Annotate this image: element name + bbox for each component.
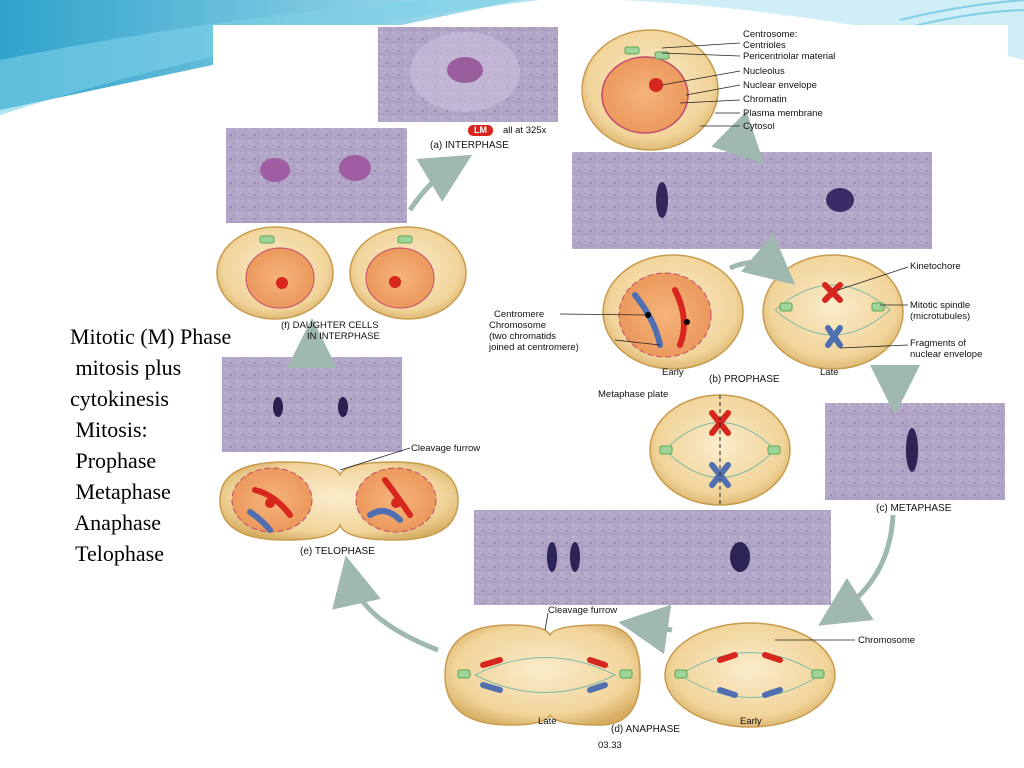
figure-number: 03.33 [598, 740, 622, 751]
label-metaphase-plate: Metaphase plate [598, 389, 669, 400]
micrograph-metaphase [825, 403, 1005, 500]
label-centrioles: Centrioles [743, 40, 786, 51]
micrograph-anaphase [474, 510, 831, 605]
cell-metaphase [649, 394, 791, 506]
cell-anaphase-late [444, 624, 641, 726]
label-centromere: Centromere [494, 309, 545, 320]
caption-metaphase: (c) METAPHASE [876, 503, 952, 514]
label-chromosome-prophase: Chromosome [489, 320, 547, 331]
caption-daughter-1: (f) DAUGHTER CELLS [281, 320, 379, 331]
label-fragments-1: Fragments of [910, 338, 966, 349]
slide-line-telophase: Telophase [70, 541, 164, 566]
slide-line-mitosis: Mitosis: [70, 417, 148, 442]
caption-interphase: (a) INTERPHASE [430, 140, 509, 151]
label-cleavage-furrow-telophase: Cleavage furrow [411, 443, 481, 454]
label-chromosome-anaphase: Chromosome [858, 635, 916, 646]
slide-line-cytokinesis: cytokinesis [70, 386, 169, 411]
label-kinetochore: Kinetochore [910, 261, 961, 272]
label-two-chromatids-1: (two chromatids [489, 331, 557, 342]
label-early-anaphase: Early [740, 716, 762, 727]
label-chromatin: Chromatin [743, 94, 787, 105]
label-nucleolus: Nucleolus [743, 66, 785, 77]
cell-daughter-right [349, 226, 467, 320]
micrograph-telophase [222, 357, 402, 452]
label-mitotic-spindle-2: (microtubules) [910, 311, 971, 322]
label-fragments-2: nuclear envelope [910, 349, 983, 360]
label-mitotic-spindle-1: Mitotic spindle [910, 300, 971, 311]
label-cleavage-furrow-anaphase: Cleavage furrow [548, 605, 618, 616]
cell-daughter-left [216, 226, 334, 320]
slide-line-mitosis-plus: mitosis plus [70, 355, 182, 380]
caption-telophase: (e) TELOPHASE [300, 546, 375, 557]
label-early-prophase: Early [662, 367, 684, 378]
slide-line-metaphase: Metaphase [70, 479, 171, 504]
label-plasma-membrane: Plasma membrane [743, 108, 823, 119]
slide-line-prophase: Prophase [70, 448, 157, 473]
slide-line-mitotic-phase: Mitotic (M) Phase [70, 324, 232, 349]
caption-anaphase: (d) ANAPHASE [611, 724, 680, 735]
cell-anaphase-early [664, 622, 836, 728]
label-two-chromatids-2: joined at centromere) [489, 342, 579, 353]
cell-prophase-early [602, 254, 744, 370]
micrograph-prophase [572, 152, 932, 249]
magnification-label: all at 325x [503, 125, 547, 136]
slide-line-anaphase: Anaphase [70, 510, 162, 535]
leader-lines [339, 42, 909, 641]
label-late-prophase: Late [820, 367, 839, 378]
cell-telophase [219, 461, 459, 541]
label-cytosol: Cytosol [743, 121, 775, 132]
label-late-anaphase: Late [538, 716, 557, 727]
label-pericentriolar: Pericentriolar material [743, 51, 836, 62]
lm-badge: LM [468, 125, 493, 136]
micrograph-daughter-cells [226, 128, 407, 223]
caption-daughter-2: IN INTERPHASE [307, 331, 380, 342]
cell-interphase [581, 29, 719, 151]
label-centrosome: Centrosome: [743, 29, 798, 40]
cycle-arrows [287, 111, 920, 655]
label-nuclear-envelope: Nuclear envelope [743, 80, 817, 91]
micrograph-interphase [378, 27, 558, 122]
caption-prophase: (b) PROPHASE [709, 374, 780, 385]
cell-prophase-late [762, 254, 904, 370]
